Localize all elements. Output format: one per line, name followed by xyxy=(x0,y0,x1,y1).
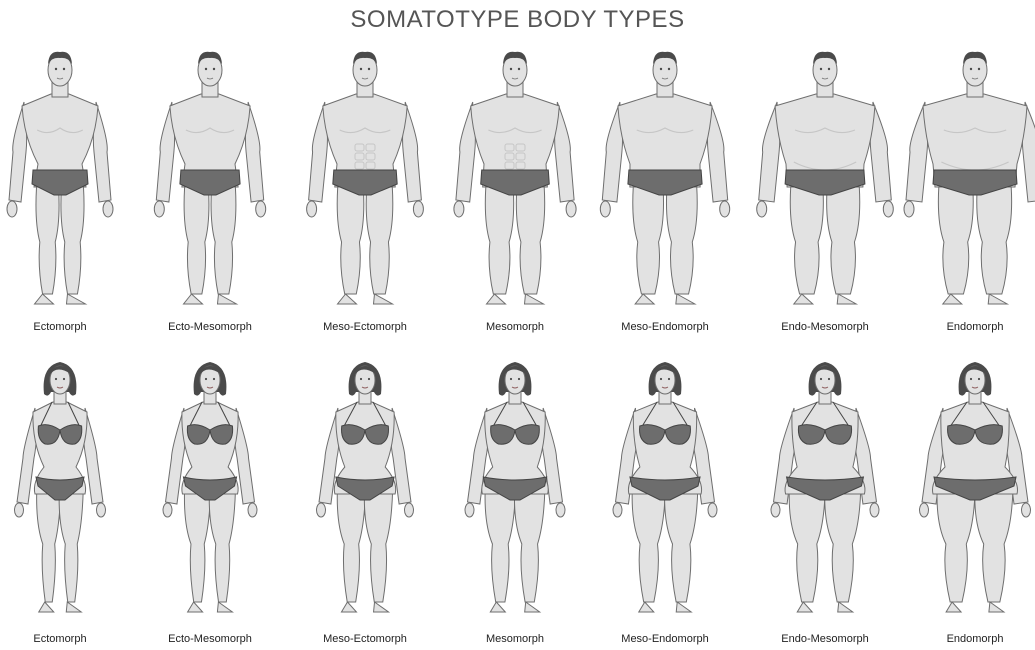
female-figure-4: Mesomorph xyxy=(465,362,565,645)
female-label-2: Ecto-Mesomorph xyxy=(168,633,252,645)
male-label-3: Meso-Ectomorph xyxy=(323,321,407,333)
female-label-7: Endomorph xyxy=(947,633,1004,645)
male-label-4: Mesomorph xyxy=(486,321,544,333)
female-figure-2: Ecto-Mesomorph xyxy=(163,362,257,645)
female-figure-3: Meso-Ectomorph xyxy=(317,362,414,645)
female-label-1: Ectomorph xyxy=(33,633,86,645)
male-figure-2: Ecto-Mesomorph xyxy=(154,52,265,333)
female-figure-7: Endomorph xyxy=(920,362,1031,645)
male-figure-6: Endo-Mesomorph xyxy=(757,52,894,333)
male-figure-5: Meso-Endomorph xyxy=(600,52,729,333)
female-label-6: Endo-Mesomorph xyxy=(781,633,868,645)
female-label-4: Mesomorph xyxy=(486,633,544,645)
male-figure-3: Meso-Ectomorph xyxy=(307,52,424,333)
male-figure-4: Mesomorph xyxy=(454,52,576,333)
male-label-5: Meso-Endomorph xyxy=(621,321,708,333)
male-figure-1: Ectomorph xyxy=(7,52,113,333)
male-label-6: Endo-Mesomorph xyxy=(781,321,868,333)
male-label-1: Ectomorph xyxy=(33,321,86,333)
male-figure-7: Endomorph xyxy=(904,52,1035,333)
male-label-7: Endomorph xyxy=(947,321,1004,333)
female-label-3: Meso-Ectomorph xyxy=(323,633,407,645)
female-label-5: Meso-Endomorph xyxy=(621,633,708,645)
male-label-2: Ecto-Mesomorph xyxy=(168,321,252,333)
female-figure-1: Ectomorph xyxy=(15,362,106,645)
female-figure-5: Meso-Endomorph xyxy=(613,362,717,645)
female-figure-6: Endo-Mesomorph xyxy=(771,362,879,645)
